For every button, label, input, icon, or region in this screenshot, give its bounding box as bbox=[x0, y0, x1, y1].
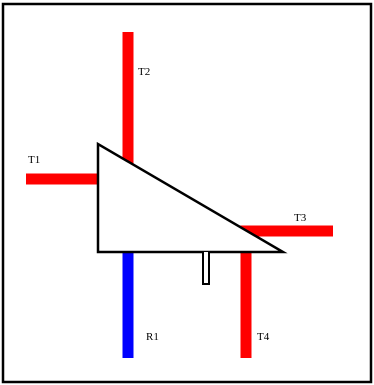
component-body bbox=[96, 141, 288, 254]
terminal-t2-label: T2 bbox=[138, 66, 150, 78]
terminal-t1-label: T1 bbox=[28, 154, 40, 166]
terminal-t4-label: T4 bbox=[257, 331, 270, 343]
terminal-r1-label: R1 bbox=[146, 331, 159, 343]
component-stub bbox=[202, 252, 210, 285]
terminal-t3-label: T3 bbox=[294, 212, 307, 224]
